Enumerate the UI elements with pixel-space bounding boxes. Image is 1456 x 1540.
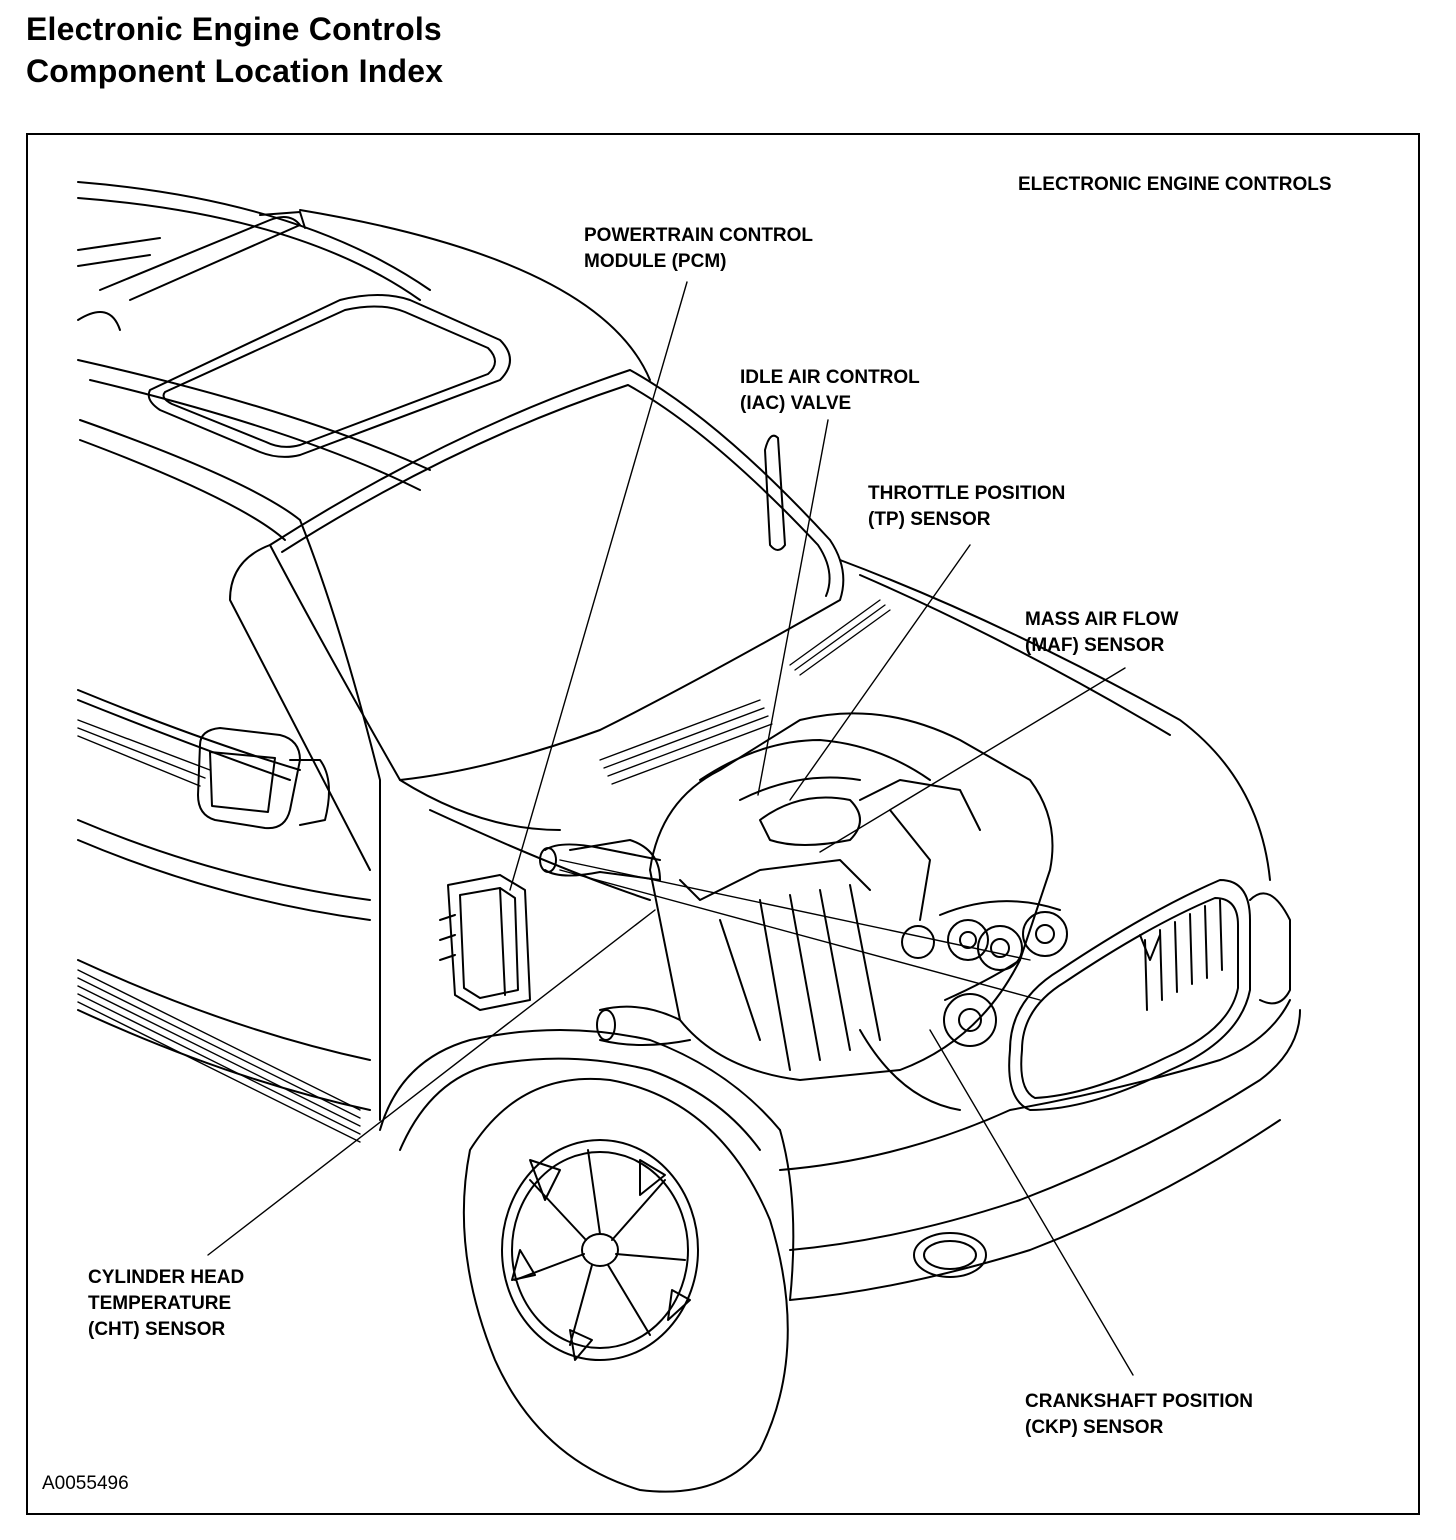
leader-ckp bbox=[929, 1029, 1134, 1376]
cowl-vents bbox=[599, 599, 891, 785]
callout-tp-line-2: (TP) SENSOR bbox=[868, 509, 991, 530]
page-title-line-1: Electronic Engine Controls bbox=[26, 11, 442, 47]
page-title: Electronic Engine Controls Component Loc… bbox=[26, 8, 443, 92]
callout-ckp-line-2: (CKP) SENSOR bbox=[1025, 1417, 1164, 1438]
pcm-module bbox=[439, 874, 531, 1011]
figure-code: A0055496 bbox=[42, 1473, 129, 1494]
windshield bbox=[269, 369, 845, 781]
callout-maf-line-2: (MAF) SENSOR bbox=[1025, 635, 1165, 656]
headlamp bbox=[1249, 892, 1291, 1005]
callout-ckp: CRANKSHAFT POSITION (CKP) SENSOR bbox=[1025, 1389, 1253, 1441]
front-fender bbox=[379, 1029, 795, 1301]
callout-pcm-line-2: MODULE (PCM) bbox=[584, 251, 727, 272]
callout-tp-line-1: THROTTLE POSITION bbox=[868, 483, 1066, 504]
door-panels bbox=[77, 519, 381, 1121]
front-grille bbox=[1008, 879, 1251, 1111]
belt-pulleys bbox=[901, 900, 1068, 1047]
leader-cht bbox=[207, 909, 656, 1256]
engine bbox=[649, 712, 1054, 1081]
leader-pcm bbox=[509, 281, 688, 891]
roof-outline bbox=[79, 209, 651, 541]
callout-maf-line-1: MASS AIR FLOW bbox=[1025, 609, 1179, 630]
diagram-frame bbox=[26, 133, 1420, 1515]
callout-cht-line-2: TEMPERATURE bbox=[88, 1293, 232, 1314]
callout-pcm: POWERTRAIN CONTROL MODULE (PCM) bbox=[584, 223, 813, 275]
callout-tp: THROTTLE POSITION (TP) SENSOR bbox=[868, 481, 1065, 533]
leader-maf bbox=[819, 667, 1126, 853]
callout-maf: MASS AIR FLOW (MAF) SENSOR bbox=[1025, 607, 1178, 659]
section-label: ELECTRONIC ENGINE CONTROLS bbox=[1018, 174, 1332, 195]
front-bumper bbox=[779, 999, 1301, 1301]
leader-tp bbox=[789, 544, 971, 801]
air-intake-tube bbox=[539, 839, 691, 1046]
callout-iac-line-1: IDLE AIR CONTROL bbox=[740, 367, 920, 388]
callout-cht-line-1: CYLINDER HEAD bbox=[88, 1267, 245, 1288]
callout-iac: IDLE AIR CONTROL (IAC) VALVE bbox=[740, 365, 920, 417]
antenna bbox=[764, 434, 786, 551]
callout-iac-line-2: (IAC) VALVE bbox=[740, 393, 852, 414]
callout-cht: CYLINDER HEAD TEMPERATURE (CHT) SENSOR bbox=[88, 1265, 244, 1343]
callout-cht-line-3: (CHT) SENSOR bbox=[88, 1319, 226, 1340]
page-title-line-2: Component Location Index bbox=[26, 53, 444, 89]
wiring-lines bbox=[559, 859, 1041, 1001]
leader-lines bbox=[207, 281, 1134, 1376]
roof-rails bbox=[77, 181, 431, 491]
leader-iac bbox=[757, 419, 829, 796]
side-cladding bbox=[77, 719, 361, 1143]
side-mirror bbox=[197, 727, 330, 830]
hood bbox=[399, 559, 1271, 901]
sunroof bbox=[147, 294, 511, 458]
callout-ckp-line-1: CRANKSHAFT POSITION bbox=[1025, 1391, 1253, 1412]
front-wheel bbox=[462, 1077, 789, 1493]
callout-pcm-line-1: POWERTRAIN CONTROL bbox=[584, 225, 814, 246]
